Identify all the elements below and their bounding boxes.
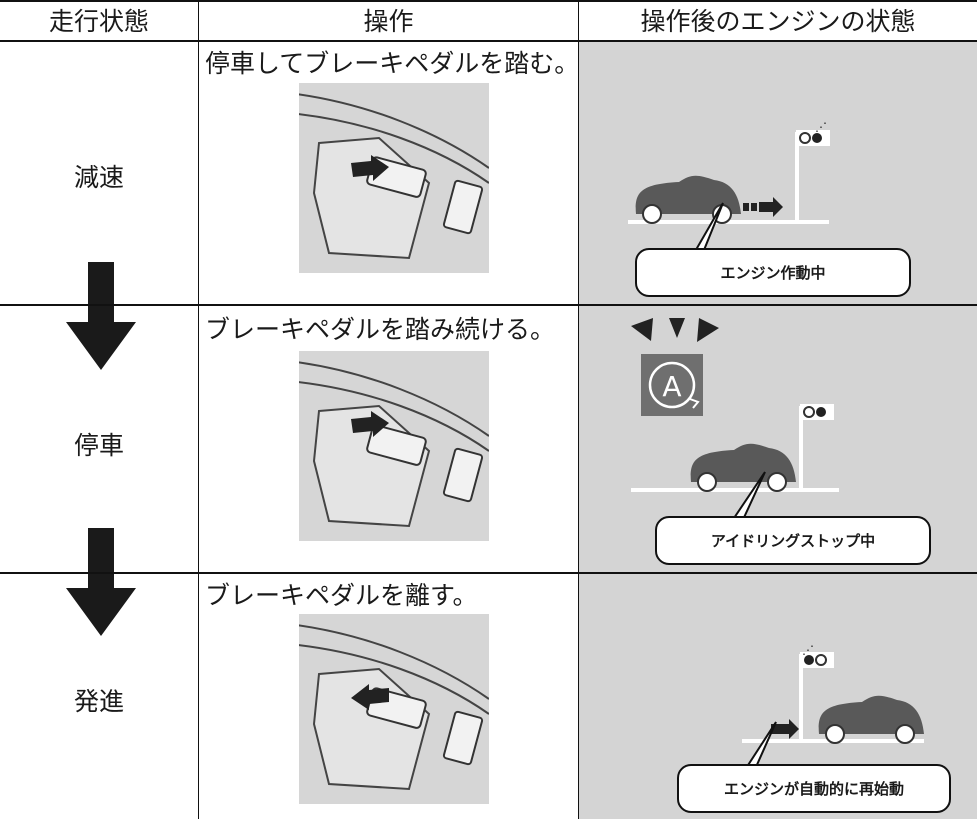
table-top-border xyxy=(0,0,977,2)
operation-start: ブレーキペダルを離す。 xyxy=(205,581,478,610)
column-divider xyxy=(198,0,199,819)
brake-pedal-press-illustration xyxy=(299,83,489,273)
column-divider xyxy=(578,0,579,819)
car-moving-illustration: ⋰ xyxy=(628,120,830,224)
engine-status-idling-stop: アイドリングストップ中 xyxy=(655,516,931,565)
row-divider xyxy=(0,304,977,306)
callout-tail-idling xyxy=(729,471,766,524)
header-divider xyxy=(0,40,977,42)
header-driving-state: 走行状態 xyxy=(0,0,198,40)
state-start: 発進 xyxy=(73,687,124,716)
auto-stop-indicator-label: A xyxy=(662,370,681,403)
svg-text:⋰: ⋰ xyxy=(815,120,827,134)
state-deceleration: 減速 xyxy=(73,163,124,192)
down-arrow-icon xyxy=(66,528,136,636)
engine-status-restart: エンジンが自動的に再始動 xyxy=(677,764,951,813)
row-divider xyxy=(0,572,977,574)
callout-tail-running xyxy=(692,202,724,255)
engine-status-running: エンジン作動中 xyxy=(635,248,911,297)
car-starting-illustration: ⋰ xyxy=(742,643,924,744)
car-stopped-illustration: A xyxy=(631,318,839,492)
state-stopped: 停車 xyxy=(73,431,124,460)
operation-deceleration: 停車してブレーキペダルを踏む。 xyxy=(205,49,580,78)
brake-pedal-release-illustration xyxy=(299,614,489,804)
svg-text:⋰: ⋰ xyxy=(802,643,814,657)
down-arrow-icon xyxy=(66,262,136,370)
operation-stopped: ブレーキペダルを踏み続ける。 xyxy=(205,315,556,344)
callout-tail-restart xyxy=(740,721,777,776)
header-engine-state: 操作後のエンジンの状態 xyxy=(579,0,977,40)
brake-pedal-hold-illustration xyxy=(299,351,489,541)
header-operation: 操作 xyxy=(199,0,578,40)
